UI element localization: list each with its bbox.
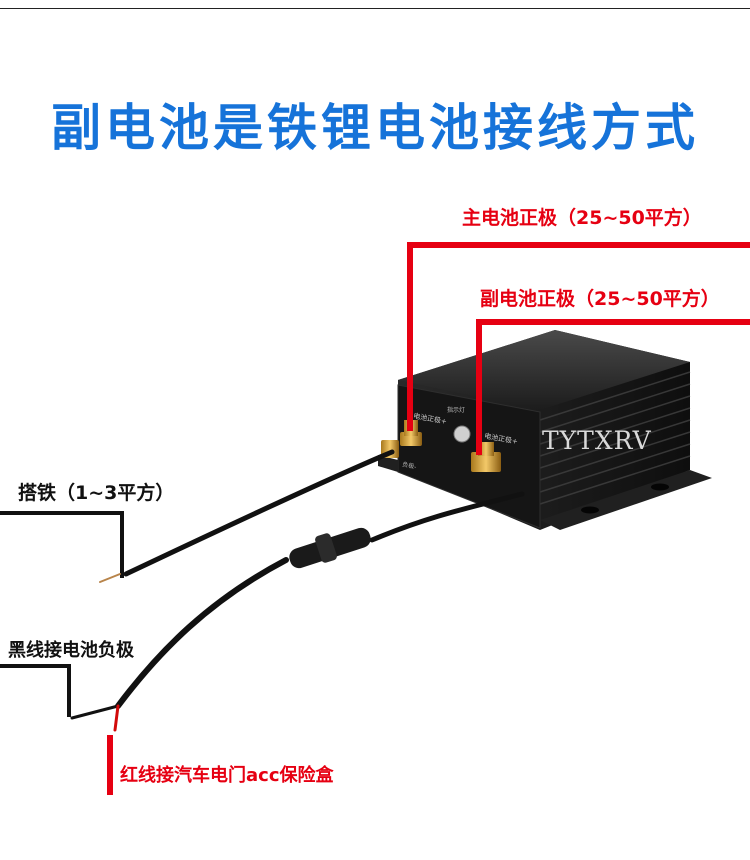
black-wire-label: 黑线接电池负极 <box>8 640 134 661</box>
ground-cable-tip <box>99 573 121 583</box>
aux-battery-leader-line <box>476 319 750 455</box>
top-border <box>0 0 750 9</box>
red-wire-end <box>113 704 120 732</box>
panel-label-negative: 负极- <box>402 460 418 471</box>
ground-label: 搭铁（1~3平方） <box>18 482 175 504</box>
indicator-light-icon <box>453 425 471 443</box>
main-battery-leader-line <box>407 242 750 431</box>
black-wire-leader-line <box>0 664 71 717</box>
signal-cable-lower <box>115 557 289 709</box>
cable-connector <box>289 527 371 569</box>
red-wire-label: 红线接汽车电门acc保险盒 <box>120 765 334 786</box>
dc-charger-device: 指示灯 电池正极+ 电池正极+ 负极- <box>378 330 712 530</box>
page-title: 副电池是铁锂电池接线方式 <box>51 99 699 157</box>
brand-logo: TYTXRV <box>542 426 652 455</box>
indicator-label: 指示灯 <box>447 406 465 414</box>
signal-cable-upper <box>369 491 525 543</box>
black-wire-end <box>70 704 120 720</box>
ground-leader-line <box>0 511 124 578</box>
ground-cable <box>123 449 395 577</box>
aux-battery-label: 副电池正极（25~50平方） <box>480 288 720 310</box>
main-battery-label: 主电池正极（25~50平方） <box>462 207 702 229</box>
